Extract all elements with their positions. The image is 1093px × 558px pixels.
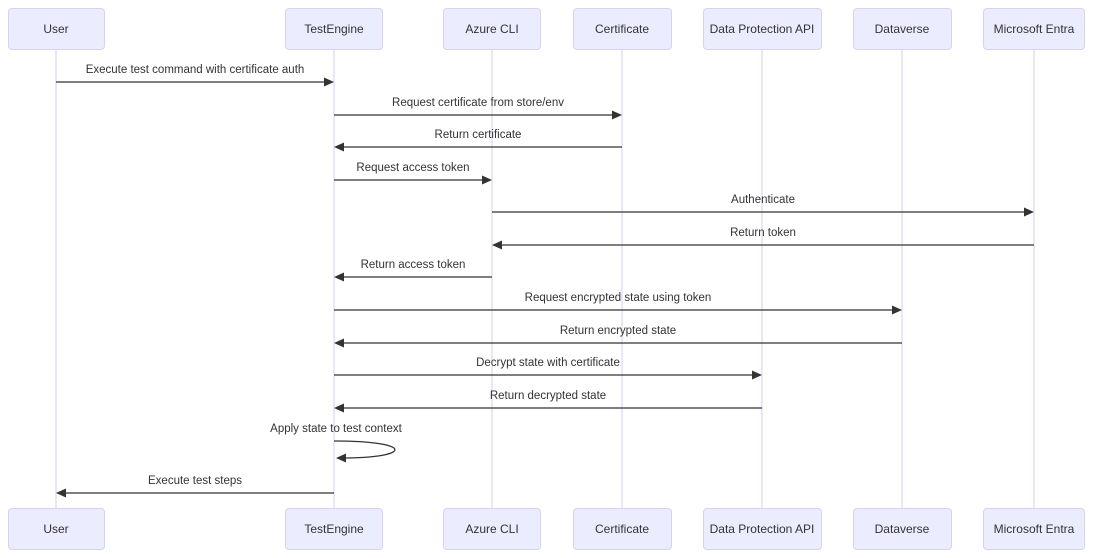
message-label: Request certificate from store/env	[392, 97, 564, 109]
self-message-arc	[333, 440, 396, 459]
participant-box-dataverse-top: Dataverse	[852, 8, 952, 50]
participant-box-dataverse-bottom: Dataverse	[852, 508, 952, 550]
participant-box-testengine-bottom: TestEngine	[285, 508, 383, 550]
participant-box-certificate-bottom: Certificate	[572, 508, 672, 550]
participant-box-testengine-top: TestEngine	[285, 8, 383, 50]
arrowhead-icon	[336, 453, 346, 463]
arrowhead-icon	[1024, 207, 1034, 217]
participant-label: Data Protection API	[709, 522, 815, 536]
participant-label: User	[43, 22, 69, 36]
participant-label: TestEngine	[304, 522, 364, 536]
participant-box-dataprotectionapi-bottom: Data Protection API	[702, 508, 822, 550]
message-label: Execute test steps	[148, 475, 242, 487]
arrowhead-icon	[482, 175, 492, 185]
participant-label: Azure CLI	[465, 22, 519, 36]
arrowhead-icon	[334, 403, 344, 413]
message-label: Return encrypted state	[559, 325, 677, 337]
message-label: Request access token	[356, 162, 470, 174]
arrowhead-icon	[324, 77, 334, 87]
participant-label: Microsoft Entra	[993, 22, 1075, 36]
arrowhead-icon	[334, 142, 344, 152]
participant-box-certificate-top: Certificate	[572, 8, 672, 50]
message-label: Return certificate	[434, 129, 522, 141]
arrowhead-icon	[492, 240, 502, 250]
participant-label: Data Protection API	[709, 22, 815, 36]
arrowhead-icon	[612, 110, 622, 120]
message-label: Return access token	[360, 259, 466, 271]
arrowhead-icon	[334, 272, 344, 282]
message-label: Authenticate	[731, 194, 795, 206]
participant-label: Dataverse	[874, 22, 930, 36]
message-label: Execute test command with certificate au…	[85, 64, 305, 76]
arrowhead-icon	[752, 370, 762, 380]
participant-label: TestEngine	[304, 22, 364, 36]
participant-label: Certificate	[594, 522, 650, 536]
participant-box-microsoftentra-bottom: Microsoft Entra	[983, 508, 1085, 550]
participant-box-microsoftentra-top: Microsoft Entra	[983, 8, 1085, 50]
message-label: Decrypt state with certificate	[476, 357, 620, 369]
message-label: Return decrypted state	[489, 390, 607, 402]
participant-box-user-top: User	[7, 8, 105, 50]
participant-box-azurecli-bottom: Azure CLI	[443, 508, 541, 550]
arrowhead-icon	[892, 305, 902, 315]
arrowhead-icon	[334, 338, 344, 348]
participant-label: Certificate	[594, 22, 650, 36]
participant-label: Azure CLI	[465, 522, 519, 536]
participant-box-azurecli-top: Azure CLI	[443, 8, 541, 50]
arrowhead-icon	[56, 488, 66, 498]
message-label: Request encrypted state using token	[524, 292, 712, 304]
participant-label: Dataverse	[874, 522, 930, 536]
message-label: Apply state to test context	[270, 423, 402, 435]
participant-box-dataprotectionapi-top: Data Protection API	[702, 8, 822, 50]
message-label: Return token	[730, 227, 796, 239]
participant-label: User	[43, 522, 69, 536]
participant-box-user-bottom: User	[7, 508, 105, 550]
participant-label: Microsoft Entra	[993, 522, 1075, 536]
